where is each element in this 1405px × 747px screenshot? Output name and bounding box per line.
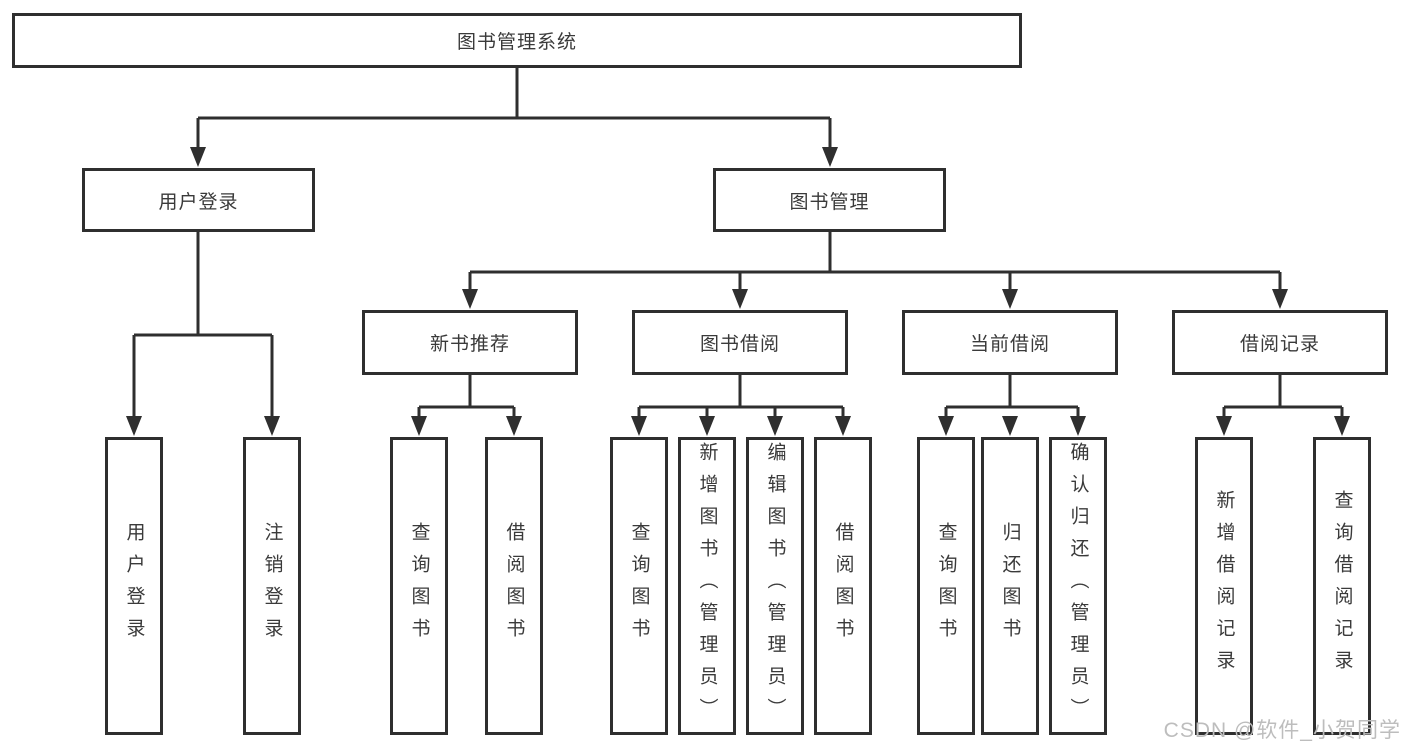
- leaf-current-query-books: 查询图书: [917, 437, 975, 735]
- leaf-borrow-add-books-admin-label: 新增图书（管理员）: [696, 442, 718, 730]
- leaf-user-login-label: 用户登录: [123, 522, 145, 650]
- leaf-records-add-record-label: 新增借阅记录: [1213, 490, 1235, 682]
- leaf-user-login: 用户登录: [105, 437, 163, 735]
- node-user-login-label: 用户登录: [158, 191, 239, 213]
- node-book-borrowing: 图书借阅: [632, 310, 848, 375]
- node-user-login: 用户登录: [82, 168, 315, 232]
- node-new-book-recommend: 新书推荐: [362, 310, 578, 375]
- leaf-logout: 注销登录: [243, 437, 301, 735]
- leaf-borrow-query-books: 查询图书: [610, 437, 668, 735]
- node-library-system: 图书管理系统: [12, 13, 1022, 68]
- leaf-current-query-books-label: 查询图书: [935, 522, 957, 650]
- node-library-system-label: 图书管理系统: [456, 32, 577, 53]
- leaf-newbook-query-books: 查询图书: [390, 437, 448, 735]
- leaf-records-add-record: 新增借阅记录: [1195, 437, 1253, 735]
- node-current-borrowing: 当前借阅: [902, 310, 1118, 375]
- csdn-watermark: CSDN @软件_小贺同学: [1163, 719, 1401, 742]
- leaf-newbook-borrow-books-label: 借阅图书: [503, 522, 525, 650]
- node-borrowing-records-label: 借阅记录: [1239, 334, 1320, 355]
- leaf-borrow-borrow-books-label: 借阅图书: [832, 522, 854, 650]
- leaf-newbook-borrow-books: 借阅图书: [485, 437, 543, 735]
- node-borrowing-records: 借阅记录: [1172, 310, 1388, 375]
- leaf-logout-label: 注销登录: [261, 522, 283, 650]
- node-book-borrowing-label: 图书借阅: [699, 334, 780, 355]
- leaf-records-query-record-label: 查询借阅记录: [1331, 490, 1353, 682]
- node-new-book-recommend-label: 新书推荐: [429, 334, 510, 355]
- leaf-current-return-books: 归还图书: [981, 437, 1039, 735]
- node-current-borrowing-label: 当前借阅: [969, 334, 1050, 355]
- leaf-current-confirm-return-admin-label: 确认归还（管理员）: [1067, 442, 1089, 730]
- leaf-borrow-edit-books-admin-label: 编辑图书（管理员）: [764, 442, 786, 730]
- leaf-records-query-record: 查询借阅记录: [1313, 437, 1371, 735]
- leaf-borrow-edit-books-admin: 编辑图书（管理员）: [746, 437, 804, 735]
- leaf-borrow-query-books-label: 查询图书: [628, 522, 650, 650]
- leaf-current-return-books-label: 归还图书: [999, 522, 1021, 650]
- node-book-management-label: 图书管理: [789, 191, 870, 213]
- leaf-borrow-borrow-books: 借阅图书: [814, 437, 872, 735]
- leaf-newbook-query-books-label: 查询图书: [408, 522, 430, 650]
- leaf-current-confirm-return-admin: 确认归还（管理员）: [1049, 437, 1107, 735]
- node-book-management: 图书管理: [713, 168, 946, 232]
- leaf-borrow-add-books-admin: 新增图书（管理员）: [678, 437, 736, 735]
